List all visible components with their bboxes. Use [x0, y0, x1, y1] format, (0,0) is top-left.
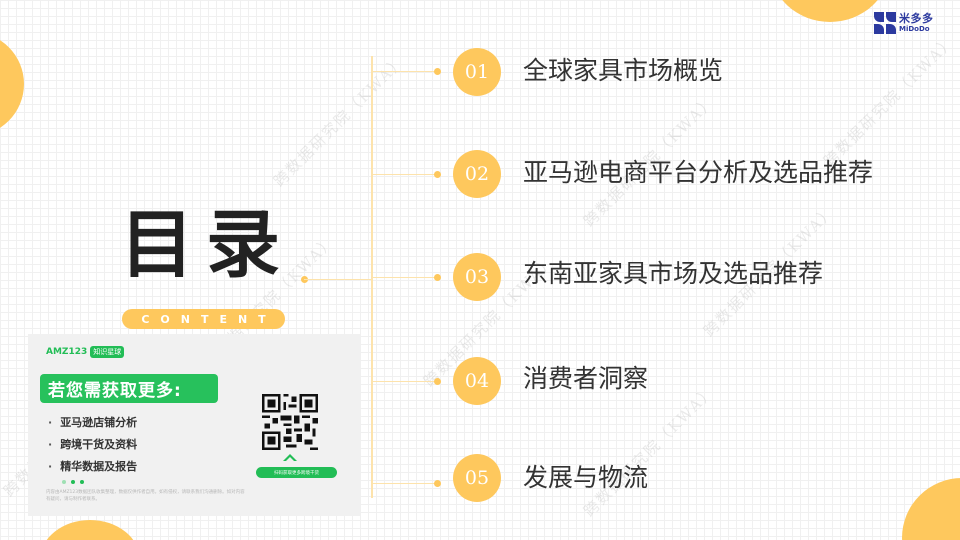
promo-headline: 若您需获取更多: [40, 374, 218, 403]
promo-card: AMZ123 知识星球 若您需获取更多: 亚马逊店铺分析 跨境干货及资料 精华数… [28, 334, 360, 516]
branch-line [372, 277, 438, 278]
promo-brand: AMZ123 知识星球 [46, 346, 125, 358]
branch-dot [434, 171, 441, 178]
promo-list-item: 跨境干货及资料 [48, 434, 137, 456]
midodo-logo-icon [874, 12, 896, 34]
watermark: 跨数据研究院（KWA） [820, 31, 959, 171]
watermark: 跨数据研究院（KWA） [580, 381, 719, 521]
branch-line [372, 483, 438, 484]
branch-dot [434, 274, 441, 281]
promo-list-item: 亚马逊店铺分析 [48, 412, 137, 434]
decorative-circle-left [0, 32, 24, 136]
branch-dot [434, 378, 441, 385]
arrow-up-icon [283, 454, 297, 461]
decorative-circle-bottom-right [902, 478, 960, 540]
toc-item-label[interactable]: 发展与物流 [523, 463, 649, 492]
branch-line [372, 71, 438, 72]
content-subtitle-pill: CONTENT [122, 309, 285, 329]
branch-dot [434, 480, 441, 487]
toc-number-badge: 03 [453, 253, 501, 301]
pagination-dots [62, 480, 84, 484]
toc-item-label[interactable]: 亚马逊电商平台分析及选品推荐 [523, 158, 874, 187]
toc-number-badge: 04 [453, 357, 501, 405]
toc-item-label[interactable]: 东南亚家具市场及选品推荐 [523, 259, 824, 288]
branch-line [372, 381, 438, 382]
logo-name-cn: 米多多 [899, 12, 934, 25]
toc-number-badge: 02 [453, 150, 501, 198]
amz123-logo: AMZ123 [46, 347, 88, 357]
qr-code-icon[interactable] [262, 394, 318, 450]
toc-number-badge: 01 [453, 48, 501, 96]
toc-item-label[interactable]: 消费者洞察 [523, 364, 649, 393]
brand-tag: 知识星球 [90, 346, 125, 358]
midodo-logo: 米多多 MiDoDo [874, 12, 934, 34]
promo-list: 亚马逊店铺分析 跨境干货及资料 精华数据及报告 [48, 412, 137, 478]
branch-line [372, 174, 438, 175]
toc-item-label[interactable]: 全球家具市场概览 [523, 56, 724, 85]
branch-dot [434, 68, 441, 75]
toc-number-badge: 05 [453, 454, 501, 502]
logo-name-en: MiDoDo [899, 25, 930, 33]
connector-line [304, 279, 372, 280]
scan-qr-button[interactable]: 扫码获取更多跨境干货 [256, 467, 337, 478]
promo-fine-print: 内容由AMZ123数据团队收集整理，数据仅供作者自用。如有侵权，请联系我们沟通删… [46, 490, 245, 502]
decorative-circle-top [770, 0, 890, 22]
decorative-circle-bottom-left [40, 520, 140, 540]
page-title: 目录 [120, 202, 292, 288]
promo-list-item: 精华数据及报告 [48, 456, 137, 478]
